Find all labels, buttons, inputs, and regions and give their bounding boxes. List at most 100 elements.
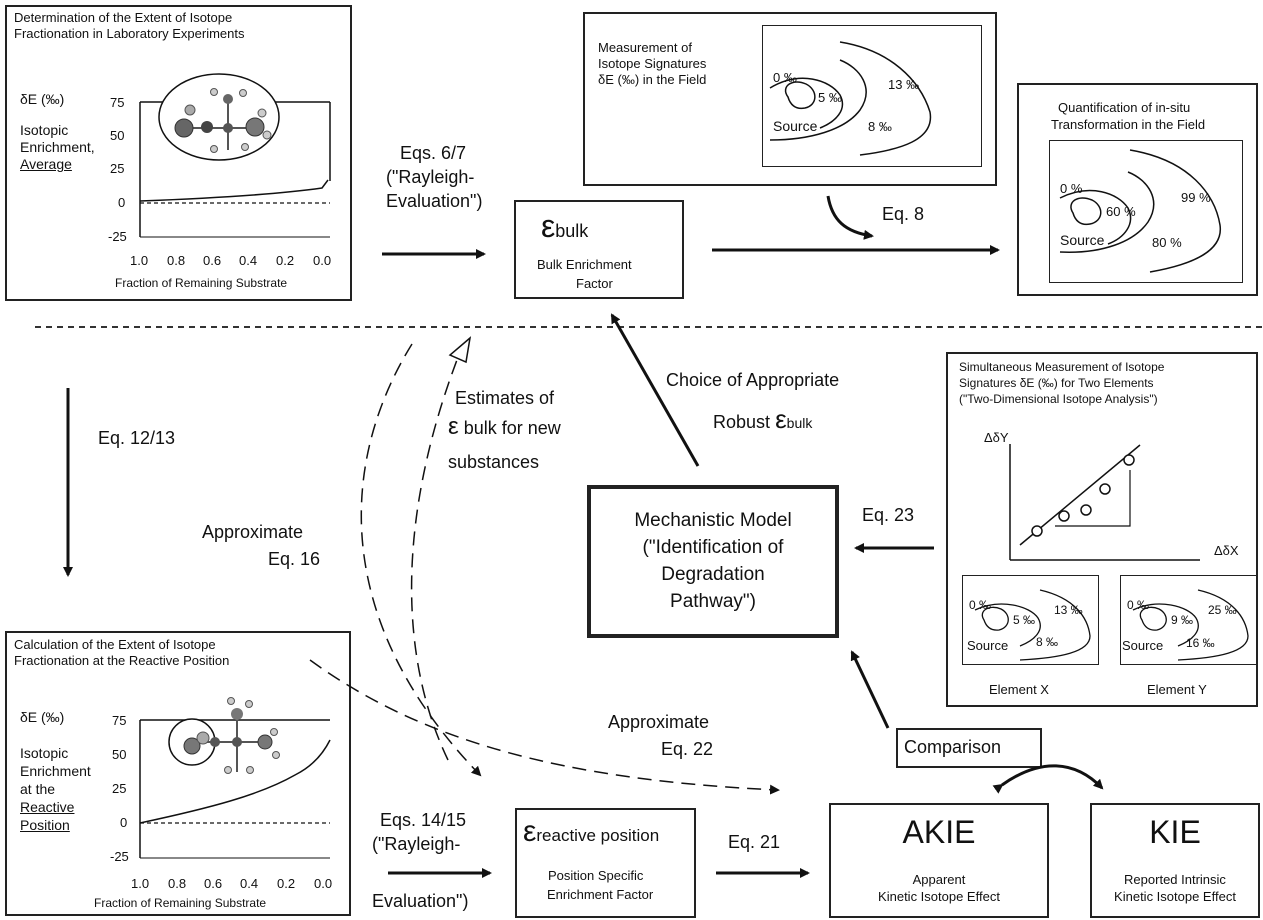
quant-contour-60: 60 % xyxy=(1106,204,1136,219)
model-line2: ("Identification of xyxy=(642,537,784,558)
two-d-plot xyxy=(1009,444,1200,561)
reactive-desc-line5: Position xyxy=(20,817,70,833)
approx16-line2: Eq. 16 xyxy=(268,549,321,569)
choice-line1: Choice of Appropriate xyxy=(666,370,840,390)
approx22-line1: Approximate xyxy=(608,712,710,732)
field-contour-0: 0 ‰ xyxy=(773,70,797,85)
lab-xtick: 0.6 xyxy=(203,253,222,268)
kie-title: KIE xyxy=(1149,814,1201,850)
eq23-label: Eq. 23 xyxy=(862,505,915,525)
x-map-c5: 5 ‰ xyxy=(1013,613,1036,627)
reactive-box-line2: Enrichment Factor xyxy=(547,887,654,902)
field-source-label: Source xyxy=(773,118,818,134)
field-contours xyxy=(769,41,932,156)
reactive-ytick: 50 xyxy=(112,747,127,762)
field-map-inset xyxy=(762,25,982,167)
kie-line1: Reported Intrinsic xyxy=(1124,872,1226,887)
reactive-symbol: εreactive position xyxy=(523,815,660,848)
lab-title-line2: Fractionation in Laboratory Experiments xyxy=(14,26,245,41)
reactive-box-line1: Position Specific xyxy=(548,868,644,883)
reactive-title-line1: Calculation of the Extent of Isotope xyxy=(14,637,216,652)
element-contours xyxy=(974,589,1249,661)
eq1415-line2: ("Rayleigh- xyxy=(372,834,461,854)
quant-contour-99: 99 % xyxy=(1181,190,1211,205)
lab-xtick: 0.8 xyxy=(167,253,186,268)
x-map-source: Source xyxy=(967,638,1009,653)
lab-desc-line2: Enrichment, xyxy=(20,139,95,155)
lab-ytick: 75 xyxy=(110,95,125,110)
eq67-line3: Evaluation") xyxy=(386,191,483,211)
reactive-xtick: 0.2 xyxy=(277,876,296,891)
arrow-comparison xyxy=(850,650,890,729)
reactive-desc-line4: Reactive xyxy=(20,799,75,815)
eq1415-line1: Eqs. 14/15 xyxy=(380,810,467,830)
reactive-xtick: 0.4 xyxy=(240,876,259,891)
comparison-label: Comparison xyxy=(904,737,1002,757)
kie-line2: Kinetic Isotope Effect xyxy=(1114,889,1236,904)
reactive-title-line2: Fractionation at the Reactive Position xyxy=(14,653,230,668)
quant-title-line2: Transformation in the Field xyxy=(1051,117,1206,132)
reactive-desc-line1: Isotopic xyxy=(20,745,69,761)
quant-source-label: Source xyxy=(1060,232,1105,248)
lab-xtick: 0.2 xyxy=(276,253,295,268)
lab-ytick: -25 xyxy=(108,229,127,244)
lab-experiment-panel xyxy=(5,5,352,301)
model-line4: Pathway") xyxy=(670,591,756,612)
bulk-symbol: εbulk xyxy=(541,208,589,244)
comparison-box xyxy=(896,728,1042,768)
element-x-label: Element X xyxy=(989,682,1049,697)
lab-xtick: 0.4 xyxy=(239,253,258,268)
arrow-akie-kie xyxy=(992,764,1104,794)
eq21-label: Eq. 21 xyxy=(728,832,781,852)
field-contour-13: 13 ‰ xyxy=(888,77,920,92)
field-contour-8: 8 ‰ xyxy=(868,119,892,134)
lab-ylabel: δE (‰) xyxy=(20,91,65,107)
x-map-c8: 8 ‰ xyxy=(1036,635,1059,649)
akie-line1: Apparent xyxy=(912,872,966,887)
lab-desc-line1: Isotopic xyxy=(20,122,69,138)
x-map-c0: 0 ‰ xyxy=(969,598,992,612)
quant-map-inset xyxy=(1049,140,1243,283)
eq8-label: Eq. 8 xyxy=(882,204,925,224)
dashed-arrow-approx16 xyxy=(360,343,482,777)
dashed-arrow-approx22 xyxy=(309,659,780,795)
reactive-xtick: 0.8 xyxy=(168,876,187,891)
approx22-line2: Eq. 22 xyxy=(661,739,714,759)
reactive-xtick: 1.0 xyxy=(131,876,150,891)
eq67-line1: Eqs. 6/7 xyxy=(400,143,467,163)
field-title-line1: Measurement of xyxy=(598,40,692,55)
open-arrowhead xyxy=(448,336,472,364)
lab-xlabel: Fraction of Remaining Substrate xyxy=(115,276,288,290)
lab-xtick: 1.0 xyxy=(130,253,149,268)
arrow-choice xyxy=(610,313,700,467)
reactive-ytick: 75 xyxy=(112,713,127,728)
twod-title-line2: Signatures δE (‰) for Two Elements xyxy=(959,376,1154,390)
field-title-line2: Isotope Signatures xyxy=(598,56,707,71)
approx16-line1: Approximate xyxy=(202,522,304,542)
choice-line2: Robust εbulk xyxy=(713,404,813,434)
twod-xaxis-label: ΔδX xyxy=(1214,543,1239,558)
lab-desc-line3: Average xyxy=(20,156,72,172)
quant-contour-0: 0 % xyxy=(1060,181,1083,196)
lab-title-line1: Determination of the Extent of Isotope xyxy=(14,10,233,25)
bulk-line1: Bulk Enrichment xyxy=(537,257,632,272)
bulk-line2: Factor xyxy=(576,276,613,291)
y-map-c0: 0 ‰ xyxy=(1127,598,1150,612)
reactive-molecule xyxy=(168,697,280,774)
y-map-c16: 16 ‰ xyxy=(1186,636,1215,650)
model-line1: Mechanistic Model xyxy=(634,510,792,531)
quant-title-line1: Quantification of in-situ xyxy=(1058,100,1191,115)
eq67-line2: ("Rayleigh- xyxy=(386,167,475,187)
reactive-ytick: 25 xyxy=(112,781,127,796)
reactive-enrichment-curve xyxy=(139,739,331,824)
solid-arrows xyxy=(63,195,1104,878)
eq1415-line3: Evaluation") xyxy=(372,891,469,911)
dashed-arrows xyxy=(309,343,780,795)
element-y-label: Element Y xyxy=(1147,682,1207,697)
lab-enrichment-curve xyxy=(139,179,329,202)
quant-contour-80: 80 % xyxy=(1152,235,1182,250)
lab-molecule xyxy=(158,73,280,161)
element-y-map xyxy=(1120,575,1257,665)
akie-title: AKIE xyxy=(902,814,976,850)
